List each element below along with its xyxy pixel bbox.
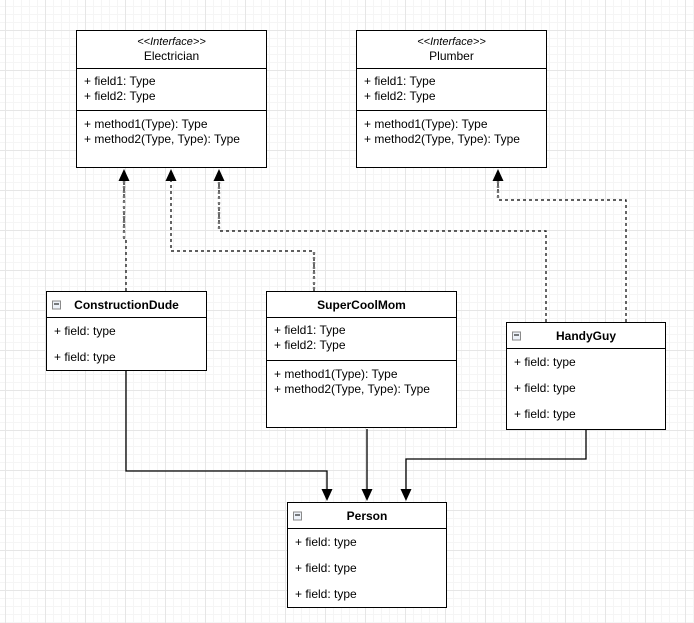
box-title: HandyGuy bbox=[507, 323, 665, 349]
interface-box-electrician[interactable]: <<Interface>> Electrician + field1: Type… bbox=[76, 30, 267, 168]
field-row: + field1: Type bbox=[364, 74, 436, 88]
method-row: + method1(Type): Type bbox=[364, 117, 488, 131]
field-row: + field2: Type bbox=[84, 89, 156, 103]
interface-box-plumber[interactable]: <<Interface>> Plumber + field1: Type + f… bbox=[356, 30, 547, 168]
fields-section: + field1: Type + field2: Type bbox=[77, 69, 266, 110]
field-row: + field2: Type bbox=[364, 89, 436, 103]
method-row: + method2(Type, Type): Type bbox=[84, 132, 240, 146]
field-row: + field1: Type bbox=[84, 74, 156, 88]
association-edge-constructiondude-person[interactable] bbox=[125, 371, 328, 490]
arrowhead-up-icon bbox=[165, 169, 177, 181]
realization-edge-supercoolmom-electrician[interactable] bbox=[170, 180, 315, 291]
fields-section: + field1: Type + field2: Type bbox=[267, 318, 456, 360]
fields-section: + field: type + field: type bbox=[47, 318, 206, 370]
class-name: Person bbox=[346, 508, 388, 523]
class-box-constructiondude[interactable]: ConstructionDude + field: type + field: … bbox=[46, 291, 207, 371]
collapse-minus-icon[interactable] bbox=[512, 331, 521, 340]
method-row: + method1(Type): Type bbox=[274, 367, 398, 381]
association-edge-handyguy-person[interactable] bbox=[405, 430, 587, 490]
interface-name: Plumber bbox=[429, 48, 474, 63]
field-row: + field1: Type bbox=[274, 323, 346, 337]
field-row: + field: type bbox=[514, 381, 576, 395]
stereotype-label: <<Interface>> bbox=[137, 35, 206, 48]
field-row: + field2: Type bbox=[274, 338, 346, 352]
fields-section: + field: type + field: type + field: typ… bbox=[507, 349, 665, 427]
methods-section: + method1(Type): Type + method2(Type, Ty… bbox=[77, 110, 266, 167]
field-row: + field: type bbox=[54, 350, 116, 364]
method-row: + method1(Type): Type bbox=[84, 117, 208, 131]
fields-section: + field1: Type + field2: Type bbox=[357, 69, 546, 110]
arrowhead-up-icon bbox=[492, 169, 504, 181]
class-box-person[interactable]: Person + field: type + field: type + fie… bbox=[287, 502, 447, 608]
field-row: + field: type bbox=[295, 561, 357, 575]
realization-edge-handyguy-plumber[interactable] bbox=[497, 180, 627, 322]
methods-section: + method1(Type): Type + method2(Type, Ty… bbox=[267, 360, 456, 427]
interface-name: Electrician bbox=[143, 48, 200, 63]
box-title: SuperCoolMom bbox=[267, 292, 456, 318]
method-row: + method2(Type, Type): Type bbox=[364, 132, 520, 146]
arrowhead-down-icon bbox=[361, 489, 373, 501]
class-box-supercoolmom[interactable]: SuperCoolMom + field1: Type + field2: Ty… bbox=[266, 291, 457, 428]
class-box-handyguy[interactable]: HandyGuy + field: type + field: type + f… bbox=[506, 322, 666, 430]
collapse-minus-icon[interactable] bbox=[52, 300, 61, 309]
field-row: + field: type bbox=[54, 324, 116, 338]
class-name: SuperCoolMom bbox=[317, 297, 406, 312]
field-row: + field: type bbox=[295, 587, 357, 601]
collapse-minus-icon[interactable] bbox=[293, 511, 302, 520]
stereotype-label: <<Interface>> bbox=[417, 35, 486, 48]
class-name: HandyGuy bbox=[555, 328, 616, 343]
arrowhead-up-icon bbox=[213, 169, 225, 181]
box-title: Person bbox=[288, 503, 446, 529]
realization-edge-constructiondude-electrician[interactable] bbox=[123, 180, 127, 291]
field-row: + field: type bbox=[514, 355, 576, 369]
field-row: + field: type bbox=[295, 535, 357, 549]
box-title: <<Interface>> Plumber bbox=[357, 31, 546, 69]
box-title: ConstructionDude bbox=[47, 292, 206, 318]
box-title: <<Interface>> Electrician bbox=[77, 31, 266, 69]
arrowhead-down-icon bbox=[321, 489, 333, 501]
method-row: + method2(Type, Type): Type bbox=[274, 382, 430, 396]
class-name: ConstructionDude bbox=[74, 297, 179, 312]
field-row: + field: type bbox=[514, 407, 576, 421]
methods-section: + method1(Type): Type + method2(Type, Ty… bbox=[357, 110, 546, 167]
realization-edge-handyguy-electrician[interactable] bbox=[218, 180, 547, 322]
arrowhead-down-icon bbox=[400, 489, 412, 501]
arrowhead-up-icon bbox=[118, 169, 130, 181]
fields-section: + field: type + field: type + field: typ… bbox=[288, 529, 446, 607]
